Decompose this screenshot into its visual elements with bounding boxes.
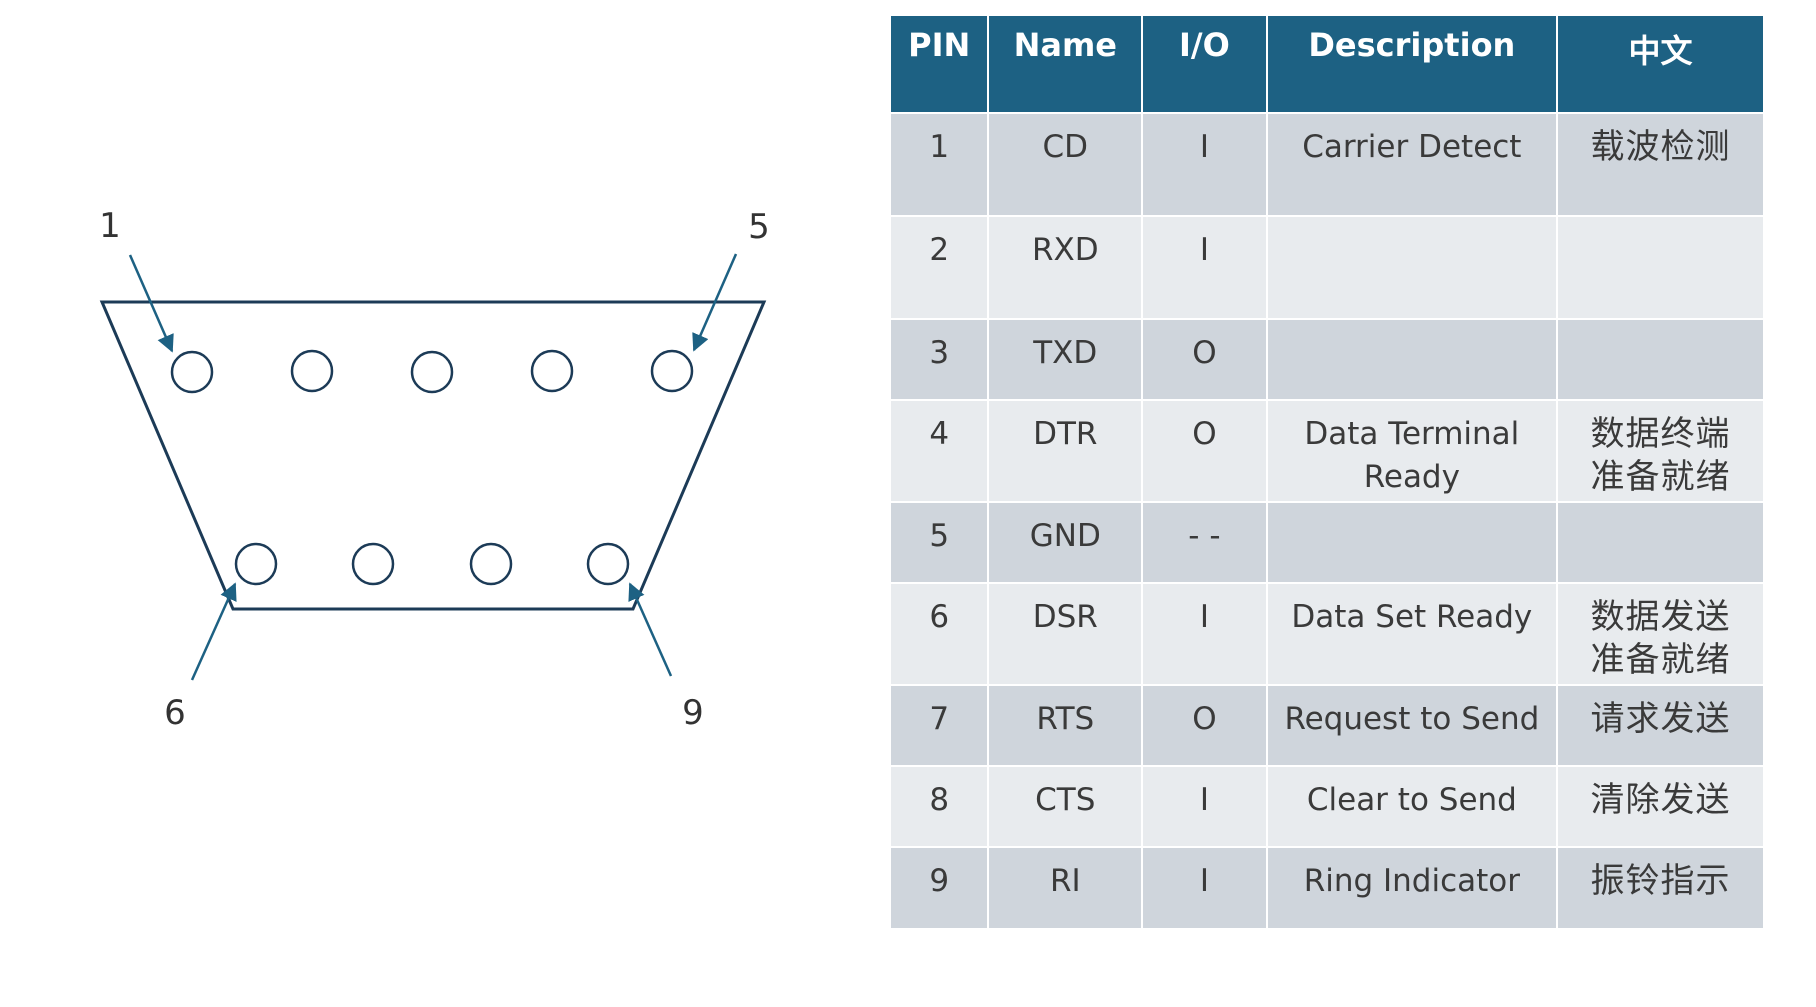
chinese-line: 清除发送 [1590,780,1731,820]
table-row: 6 DSR I Data Set Ready 数据发送 准备就绪 [891,584,1763,684]
pin-7-hole [351,542,395,586]
pin-1-callout-label: 1 [99,206,121,246]
description-line: Request to Send [1284,701,1540,737]
cell-name: RTS [989,686,1142,765]
pin-6-hole [234,542,278,586]
header-name: Name [989,16,1142,112]
pin-9-hole [586,542,630,586]
chinese-line: 数据发送 [1590,597,1731,637]
pin-4-hole [530,349,574,393]
pin-6-callout-arrow [190,582,237,681]
table-row: 1 CD I Carrier Detect 载波检测 [891,114,1763,215]
table-row: 7 RTS O Request to Send 请求发送 [891,686,1763,765]
cell-description: Clear to Send [1267,767,1557,846]
pin-assignment-table: PIN Name I/O Description 中文 1 CD I Carri… [889,14,1765,930]
cell-pin: 8 [891,767,988,846]
pin-9-callout-arrow [628,582,673,677]
header-description: Description [1267,16,1557,112]
chinese-line: 准备就绪 [1590,457,1731,497]
pin-9-callout-label: 9 [682,693,704,733]
cell-name: DTR [989,401,1142,501]
pin-1-hole [170,350,214,394]
description-line: Data Set Ready [1291,599,1533,635]
pin-5-hole [650,349,694,393]
table-body: 1 CD I Carrier Detect 载波检测 2 RXD I 3 TXD… [891,114,1763,928]
pin-8-hole [469,542,513,586]
cell-pin: 7 [891,686,988,765]
pin-1-callout-arrow [128,254,174,353]
cell-chinese [1558,217,1763,318]
cell-description: Data Set Ready [1267,584,1557,684]
cell-io: I [1143,848,1266,928]
cell-description: Data Terminal Ready [1267,401,1557,501]
header-pin: PIN [891,16,988,112]
table-row: 5 GND - - [891,503,1763,582]
cell-description [1267,503,1557,582]
header-io: I/O [1143,16,1266,112]
cell-chinese: 请求发送 [1558,686,1763,765]
cell-io: I [1143,767,1266,846]
cell-name: RI [989,848,1142,928]
table-row: 9 RI I Ring Indicator 振铃指示 [891,848,1763,928]
cell-description: Ring Indicator [1267,848,1557,928]
cell-pin: 4 [891,401,988,501]
pin-6-callout-label: 6 [164,693,186,733]
cell-name: TXD [989,320,1142,399]
table-row: 3 TXD O [891,320,1763,399]
table-row: 8 CTS I Clear to Send 清除发送 [891,767,1763,846]
db9-connector-diagram: 1 5 6 9 [99,206,770,733]
cell-chinese: 清除发送 [1558,767,1763,846]
cell-pin: 1 [891,114,988,215]
cell-pin: 5 [891,503,988,582]
cell-name: DSR [989,584,1142,684]
cell-pin: 2 [891,217,988,318]
header-chinese: 中文 [1558,16,1763,112]
cell-io: I [1143,114,1266,215]
cell-chinese [1558,503,1763,582]
cell-name: GND [989,503,1142,582]
chinese-line: 数据终端 [1590,414,1731,454]
cell-name: RXD [989,217,1142,318]
cell-name: CTS [989,767,1142,846]
cell-description: Request to Send [1267,686,1557,765]
pin-5-callout-arrow [692,253,738,352]
chinese-line: 振铃指示 [1590,861,1731,901]
cell-pin: 3 [891,320,988,399]
pin-2-hole [290,349,334,393]
description-line: Data Terminal [1304,416,1520,452]
cell-io: - - [1143,503,1266,582]
description-line: Ring Indicator [1303,863,1521,899]
cell-io: O [1143,401,1266,501]
cell-chinese: 数据终端 准备就绪 [1558,401,1763,501]
cell-pin: 6 [891,584,988,684]
cell-name: CD [989,114,1142,215]
pin-5-callout-label: 5 [748,207,770,247]
pin-3-hole [410,350,454,394]
description-line: Clear to Send [1306,782,1517,818]
cell-io: I [1143,584,1266,684]
cell-chinese: 振铃指示 [1558,848,1763,928]
cell-description [1267,320,1557,399]
cell-description [1267,217,1557,318]
cell-io: O [1143,320,1266,399]
cell-chinese [1558,320,1763,399]
chinese-line: 请求发送 [1590,699,1731,739]
cell-io: I [1143,217,1266,318]
description-line: Carrier Detect [1302,129,1522,165]
table-header-row: PIN Name I/O Description 中文 [891,16,1763,112]
table-row: 4 DTR O Data Terminal Ready 数据终端 准备就绪 [891,401,1763,501]
cell-chinese: 数据发送 准备就绪 [1558,584,1763,684]
cell-io: O [1143,686,1266,765]
description-line: Ready [1363,459,1460,495]
cell-description: Carrier Detect [1267,114,1557,215]
table-row: 2 RXD I [891,217,1763,318]
chinese-line: 准备就绪 [1590,640,1731,680]
connector-shell-outline [99,300,767,611]
cell-pin: 9 [891,848,988,928]
chinese-line: 载波检测 [1590,127,1731,167]
cell-chinese: 载波检测 [1558,114,1763,215]
